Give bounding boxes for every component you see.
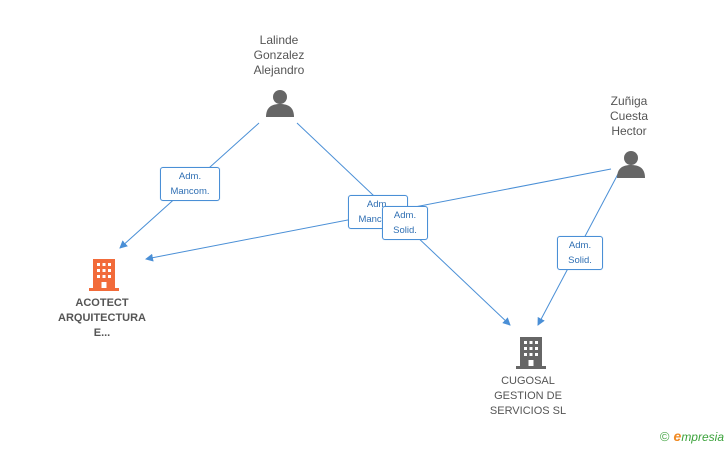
name-line: Gonzalez	[253, 48, 305, 62]
empresia-watermark: ©empresia	[660, 428, 724, 444]
company-label-cugosal[interactable]: CUGOSAL GESTION DE SERVICIOS SL	[463, 374, 593, 419]
person-label-lalinde[interactable]: Lalinde Gonzalez Alejandro	[224, 33, 334, 78]
role-line: Adm.	[178, 171, 202, 182]
person-icon[interactable]	[265, 88, 295, 118]
name-line: E...	[93, 327, 111, 339]
person-label-zuniga[interactable]: Zuñiga Cuesta Hector	[574, 94, 684, 139]
name-line: Lalinde	[259, 33, 299, 47]
brand-name: mpresia	[681, 430, 724, 444]
name-line: ARQUITECTURA	[58, 312, 146, 324]
edge-label-lalinde-acotect[interactable]: Adm. Mancom.	[160, 167, 220, 201]
building-icon[interactable]	[516, 335, 546, 369]
copyright-symbol: ©	[659, 429, 670, 444]
role-line: Solid.	[393, 225, 417, 236]
role-line: Adm.	[393, 210, 417, 221]
role-line: Solid.	[568, 255, 592, 266]
name-line: CUGOSAL	[501, 375, 555, 387]
brand-initial: e	[673, 428, 682, 444]
name-line: Hector	[611, 124, 647, 138]
name-line: Zuñiga	[610, 94, 648, 108]
role-line: Mancom.	[170, 186, 210, 197]
person-icon[interactable]	[616, 149, 646, 179]
name-line: GESTION DE	[494, 390, 562, 402]
company-label-acotect[interactable]: ACOTECT ARQUITECTURA E...	[37, 296, 167, 341]
name-line: Cuesta	[609, 109, 649, 123]
role-line: Adm.	[568, 240, 592, 251]
building-icon[interactable]	[89, 257, 119, 291]
edge-label-zuniga-cugosal[interactable]: Adm. Solid.	[557, 236, 603, 270]
name-line: ACOTECT	[75, 297, 129, 309]
name-line: SERVICIOS SL	[489, 405, 567, 417]
role-line: Mancom.	[358, 214, 398, 225]
edge-label-lalinde-cugosal[interactable]: Adm. Solid.	[382, 206, 428, 240]
name-line: Alejandro	[253, 63, 305, 77]
role-line: Adm.	[366, 199, 390, 210]
